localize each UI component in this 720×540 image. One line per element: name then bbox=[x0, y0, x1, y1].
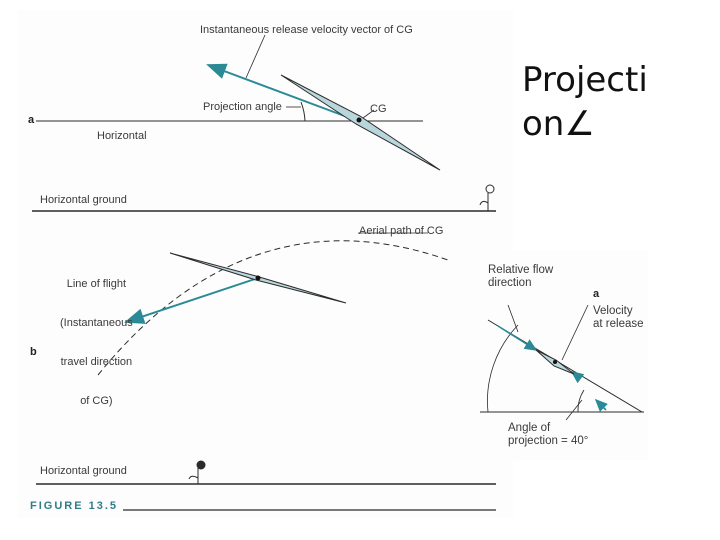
inset-letter: a bbox=[593, 288, 600, 300]
velocity-release-line-2: at release bbox=[593, 318, 644, 330]
inset-flow-arrow-1 bbox=[497, 325, 538, 351]
relative-flow-label: Relative flow direction bbox=[488, 264, 553, 290]
aerial-path-curve bbox=[97, 240, 449, 376]
inset-flow-leader bbox=[507, 304, 519, 333]
inset-angle-leader bbox=[565, 399, 583, 421]
angle-of-projection-line-2: projection = 40° bbox=[508, 435, 589, 447]
slide-title: Projecti on∠ bbox=[522, 58, 712, 146]
title-line-1: Projecti bbox=[522, 60, 648, 100]
figure-caption: FIGURE 13.5 bbox=[30, 500, 119, 512]
flower-icon bbox=[479, 184, 495, 211]
velocity-release-label: Velocity at release bbox=[593, 305, 644, 331]
angle-symbol-icon: ∠ bbox=[564, 104, 595, 144]
line-of-flight-line-1: Line of flight bbox=[66, 278, 127, 290]
inset-flow-arrow-2 bbox=[594, 398, 608, 412]
title-line-2: on bbox=[522, 104, 565, 144]
velocity-vector-label: Instantaneous release velocity vector of… bbox=[200, 24, 413, 36]
inset-diagram: Relative flow direction a Velocity at re… bbox=[478, 250, 648, 460]
cg-leader-line bbox=[362, 109, 375, 119]
cg-point-b bbox=[255, 275, 261, 281]
ground-label-b: Horizontal ground bbox=[40, 465, 127, 477]
velocity-release-line-1: Velocity bbox=[593, 305, 633, 317]
velocity-vector-arrow bbox=[206, 63, 359, 122]
inset-cg-point bbox=[553, 360, 557, 364]
aerial-path-label: Aerial path of CG bbox=[359, 225, 444, 237]
inset-small-arc bbox=[577, 389, 585, 413]
cg-point bbox=[356, 117, 362, 123]
line-of-flight-label: Line of flight (Instantaneous travel dir… bbox=[60, 252, 133, 434]
projection-angle-label: Projection angle bbox=[203, 101, 282, 113]
figure-13-5: a Instantaneous release velocity vector … bbox=[18, 10, 513, 518]
inset-angle-arc bbox=[487, 324, 519, 413]
figure-drawing bbox=[32, 34, 496, 511]
velocity-leader-line bbox=[245, 34, 266, 79]
angle-of-projection-label: Angle of projection = 40° bbox=[508, 422, 588, 448]
cg-label: CG bbox=[370, 103, 387, 115]
line-of-flight-line-2: (Instantaneous bbox=[60, 317, 133, 329]
line-of-flight-line-3: travel direction bbox=[60, 356, 133, 368]
panel-b-letter: b bbox=[30, 346, 37, 358]
ground-label-a: Horizontal ground bbox=[40, 194, 127, 206]
inset-drawing bbox=[480, 304, 644, 421]
angle-of-projection-line-1: Angle of bbox=[508, 422, 551, 434]
javelin-a bbox=[280, 74, 441, 171]
horizontal-label: Horizontal bbox=[97, 130, 147, 142]
flower-icon-b bbox=[188, 460, 206, 484]
relative-flow-line-1: Relative flow bbox=[488, 264, 554, 276]
projection-angle-arc bbox=[300, 101, 306, 122]
line-of-flight-arrow bbox=[124, 277, 259, 324]
panel-a-letter: a bbox=[28, 114, 35, 126]
line-of-flight-line-4: of CG) bbox=[80, 395, 113, 407]
relative-flow-line-2: direction bbox=[488, 277, 532, 289]
inset-velocity-leader bbox=[561, 304, 589, 361]
